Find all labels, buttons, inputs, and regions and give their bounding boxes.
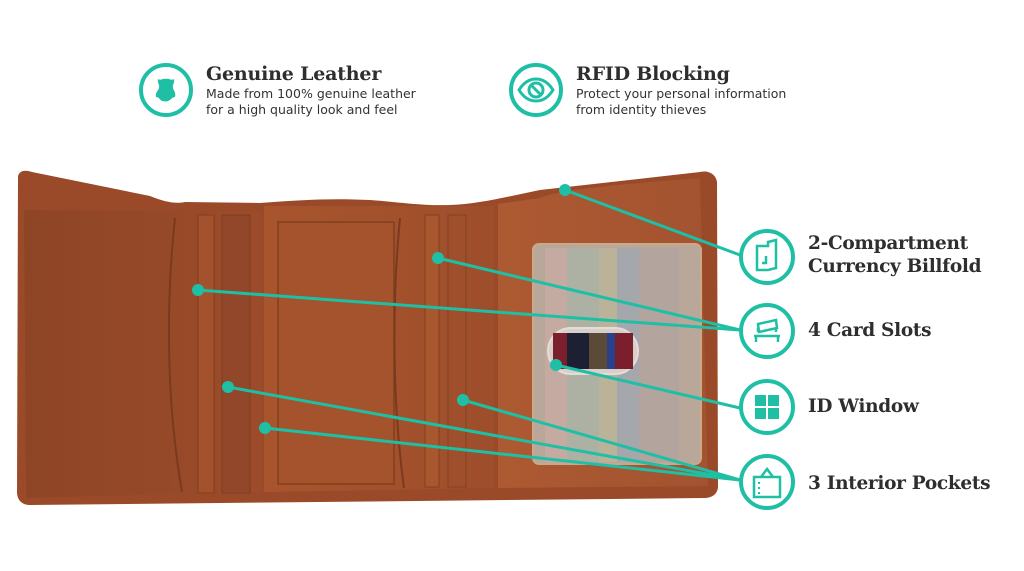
callout-line-card-slots — [437, 256, 741, 332]
callout-dot — [432, 252, 444, 264]
callout-label-line: 4 Card Slots — [808, 320, 932, 341]
callout-label-pockets: 3 Interior Pockets — [808, 472, 991, 495]
id-window-icon — [739, 379, 795, 435]
inner-pocket — [277, 221, 395, 485]
card-slot — [197, 214, 215, 494]
id-thumb-stripe — [615, 333, 633, 369]
callout-line-card-slots — [197, 288, 741, 332]
callout-line-id-window — [555, 363, 741, 410]
feature-title: Genuine Leather — [206, 63, 382, 85]
callout-label-id-window: ID Window — [808, 395, 919, 418]
feature-rfid-blocking: RFID Blocking Protect your personal info… — [508, 62, 786, 118]
callout-label-line: 2-Compartment — [808, 233, 968, 254]
callout-label-card-slots: 4 Card Slots — [808, 319, 932, 342]
id-thumb-stripe — [589, 333, 607, 369]
callout-dot — [457, 394, 469, 406]
card-slot — [221, 214, 251, 494]
id-thumb-stripe — [567, 333, 589, 369]
leather-hide-icon — [139, 63, 193, 117]
callout-dot — [559, 184, 571, 196]
rfid-eye-blocked-icon — [509, 63, 563, 117]
card-slot-curve — [393, 217, 405, 489]
feature-description-line: from identity thieves — [576, 102, 707, 117]
feature-description-line: Made from 100% genuine leather — [206, 86, 416, 101]
card-stripe — [639, 248, 679, 462]
callout-line-pockets — [227, 385, 741, 482]
interior-pockets-icon — [739, 454, 795, 510]
card-slot — [424, 214, 440, 488]
callout-label-line: ID Window — [808, 396, 919, 417]
callout-label-line: 3 Interior Pockets — [808, 473, 991, 494]
card-slots-icon — [739, 303, 795, 359]
callout-label-billfold: 2-Compartment Currency Billfold — [808, 232, 982, 278]
billfold-icon — [739, 229, 795, 285]
feature-description-line: for a high quality look and feel — [206, 102, 398, 117]
feature-genuine-leather: Genuine Leather Made from 100% genuine l… — [138, 62, 416, 118]
callout-dot — [192, 284, 204, 296]
card-slot — [447, 214, 467, 488]
callout-line-billfold — [564, 188, 741, 257]
callout-label-line: Currency Billfold — [808, 256, 982, 277]
feature-title: RFID Blocking — [576, 63, 730, 85]
callout-line-pockets — [462, 398, 741, 482]
feature-description-line: Protect your personal information — [576, 86, 787, 101]
id-thumb-stripe — [607, 333, 615, 369]
card-slot-curve — [167, 217, 183, 493]
callout-line-pockets — [264, 426, 741, 482]
callout-dot — [259, 422, 271, 434]
callout-dot — [550, 359, 562, 371]
callout-dot — [222, 381, 234, 393]
